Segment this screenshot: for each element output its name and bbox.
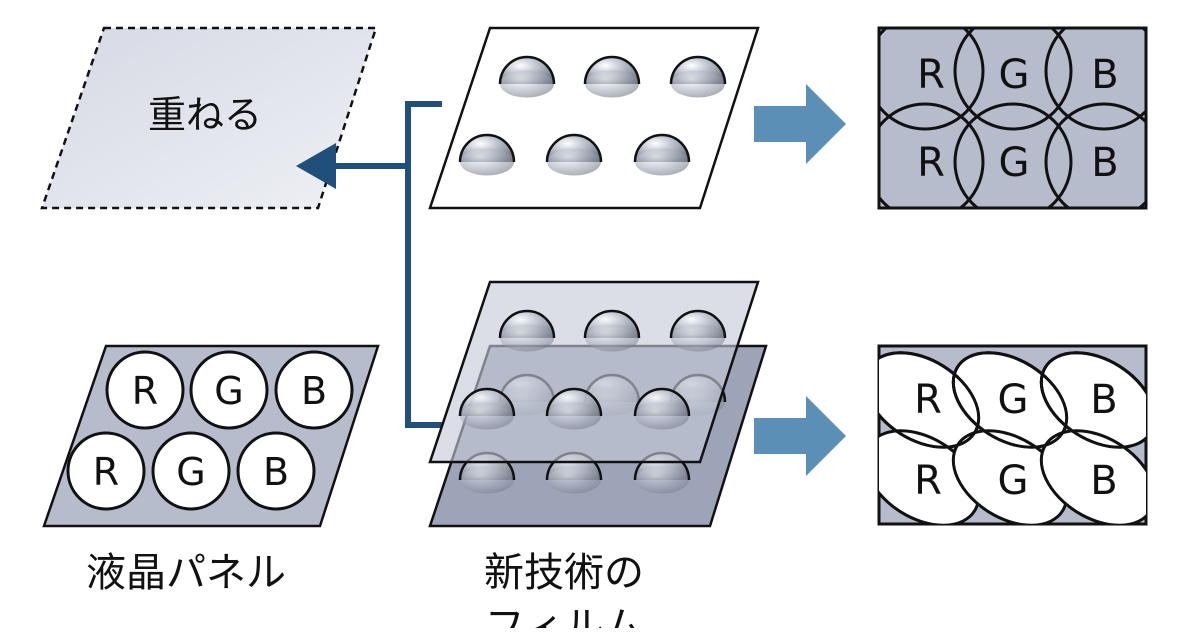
film-single-sheet	[428, 26, 760, 210]
pixel-label: R	[914, 458, 942, 504]
result-double-labels: R G B R G B	[914, 377, 1118, 504]
bracket-connector	[336, 101, 442, 428]
pixel-label: G	[999, 140, 1030, 186]
lens-rim	[498, 55, 556, 85]
film-single-lenses	[458, 55, 727, 176]
pixel-label: G	[998, 377, 1029, 423]
film-caption-line1: 新技術の	[484, 550, 644, 596]
pixel-label: R	[917, 140, 945, 186]
pixel-label: G	[998, 458, 1029, 504]
pixel-label: B	[263, 450, 289, 494]
lens-rim	[669, 309, 727, 339]
lens-rim	[545, 133, 603, 163]
lens-base	[635, 466, 689, 494]
overlay-label: 重ねる	[148, 93, 262, 137]
lens-base	[671, 324, 725, 352]
lens-rim	[498, 309, 556, 339]
result-single-labels: R G B R G B	[917, 52, 1119, 186]
pixel-label: R	[93, 450, 119, 494]
lens-base	[460, 148, 514, 176]
pixel-label: R	[132, 369, 158, 413]
overlay-target: 重ねる	[40, 26, 378, 210]
film-single	[428, 26, 760, 210]
lens-rim	[545, 387, 603, 417]
lens-base	[585, 70, 639, 98]
pixel-label: G	[176, 450, 205, 494]
result-single-frame	[877, 26, 1148, 210]
lens-rim	[669, 55, 727, 85]
pixel-label: G	[999, 52, 1030, 98]
lens-base	[585, 324, 639, 352]
lens-rim	[583, 309, 641, 339]
lens-rim	[458, 133, 516, 163]
pixel-label: B	[1091, 52, 1118, 98]
lens-rim	[633, 387, 691, 417]
pixel-label: B	[1091, 140, 1118, 186]
lens-base	[635, 402, 689, 430]
lcd-panel-labels: R G B R G B	[93, 369, 327, 494]
lcd-panel: R G B R G B	[42, 344, 380, 528]
lens-rim	[633, 133, 691, 163]
pixel-label: G	[214, 369, 243, 413]
arrow-right-top-icon	[754, 84, 846, 164]
lens-base	[671, 70, 725, 98]
pixel-label: R	[914, 377, 942, 423]
lens-base	[460, 402, 514, 430]
pixel-label: R	[917, 52, 945, 98]
lcd-panel-caption: 液晶パネル	[86, 550, 286, 596]
result-single: R G B R G B	[877, 26, 1148, 210]
film-double	[428, 280, 768, 528]
film-caption-line2: フィルム	[485, 604, 643, 628]
overlay-target-shape	[40, 26, 378, 210]
lens-base	[500, 324, 554, 352]
result-single-circles	[879, 28, 1146, 208]
arrow-right-bottom-icon	[754, 396, 846, 476]
lens-base	[547, 466, 601, 494]
lens-base	[635, 148, 689, 176]
lens-rim	[458, 387, 516, 417]
lens-rim	[583, 55, 641, 85]
lens-base	[547, 402, 601, 430]
pixel-label: B	[1090, 377, 1117, 423]
result-double-ellipses	[879, 351, 1146, 524]
pixel-label: B	[301, 369, 327, 413]
lens-base	[547, 148, 601, 176]
pixel-label: B	[1090, 458, 1117, 504]
arrow-left-icon	[296, 143, 336, 189]
film-double-front-lenses	[458, 309, 727, 430]
lcd-panel-pixels	[66, 350, 354, 511]
lens-base	[460, 466, 514, 494]
film-double-front-sheet	[428, 280, 760, 464]
lens-base	[500, 70, 554, 98]
result-double: R G B R G B	[877, 344, 1148, 526]
